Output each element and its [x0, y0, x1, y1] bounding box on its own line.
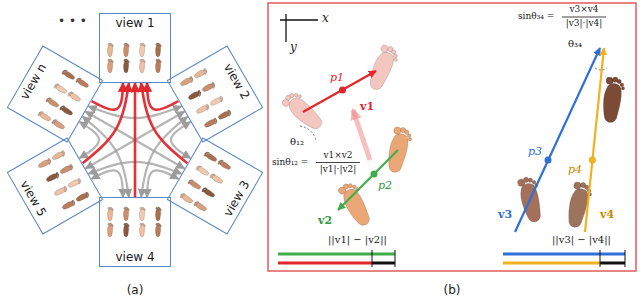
view-label: view 4 [115, 250, 154, 264]
difference-bar [600, 262, 625, 265]
annotation-label: v1 [360, 100, 374, 113]
view-relation-arrow [147, 83, 178, 110]
view-label: view n [18, 61, 50, 102]
vector-v4 [585, 48, 604, 232]
foot [366, 43, 400, 93]
view-relation-arrow [141, 83, 187, 163]
annotation-label: (b) [444, 283, 461, 297]
length-bar [278, 262, 372, 265]
foot-thumbnails [108, 43, 162, 73]
view-box: view 2 [166, 45, 263, 142]
annotation-label: θ₁₂ [290, 136, 304, 148]
foot [336, 179, 376, 228]
view-label: view 5 [18, 178, 50, 219]
point-p2 [371, 171, 378, 178]
annotation-label: |v3|·|v4| [566, 18, 603, 29]
view-box: view 5 [7, 137, 104, 234]
view-relation-arrow [92, 170, 123, 197]
foot [386, 126, 414, 174]
length-bar [278, 253, 395, 256]
view-label: view 3 [220, 178, 252, 219]
view-box: view 4 [99, 197, 171, 267]
length-bar [503, 253, 625, 256]
view-relation-arrow [92, 83, 123, 110]
tick [625, 250, 626, 267]
point-p4 [589, 157, 596, 164]
view-box: view 3 [166, 137, 263, 234]
annotation-label: θ₃₄ [568, 38, 582, 50]
annotation-label: v2 [318, 214, 332, 227]
y-axis [285, 14, 286, 42]
difference-bar [372, 262, 395, 265]
fraction-bar [562, 17, 606, 18]
tick [600, 250, 601, 267]
angle-arc [595, 68, 607, 70]
foot [602, 76, 626, 123]
displacement-arrow [353, 110, 370, 160]
tick [395, 250, 396, 267]
annotation-label: v3 [498, 208, 512, 221]
annotation-label: v3×v4 [569, 4, 598, 15]
annotation-label: • • • [58, 14, 87, 28]
view-relation-arrow [134, 83, 137, 197]
view-relation-arrow [147, 170, 178, 197]
foot-thumbnails [180, 68, 233, 130]
foot [516, 175, 547, 224]
view-label: view 2 [220, 61, 252, 102]
view-label: view 1 [115, 16, 154, 30]
annotation-label: ||v1| − |v2|| [328, 234, 387, 246]
annotation-label: p4 [568, 163, 582, 176]
annotation-label: y [290, 40, 297, 54]
annotation-label: v1×v2 [323, 150, 352, 161]
tick [372, 250, 373, 267]
panel-frame [268, 3, 636, 271]
foot-thumbnails [108, 207, 162, 237]
annotation-label: sinθ₃₄ = [518, 11, 554, 22]
annotation-label: ||v3| − |v4|| [552, 234, 611, 246]
view-box: view n [7, 45, 104, 142]
foot-thumbnails [37, 69, 90, 131]
annotation-label: |v1|·|v2| [320, 164, 357, 175]
length-bar [503, 262, 600, 265]
foot-thumbnails [37, 150, 90, 212]
point-p1 [339, 87, 346, 94]
view-box: view 1 [99, 13, 171, 83]
annotation-label: p2 [378, 179, 392, 192]
annotation-label: sinθ₁₂ = [272, 157, 308, 168]
fraction-bar [316, 162, 360, 163]
annotation-label: (a) [127, 283, 144, 297]
annotation-label: p3 [528, 145, 542, 158]
view-relation-arrow [83, 83, 129, 163]
annotation-label: p1 [330, 71, 344, 84]
annotation-label: x [322, 11, 329, 25]
annotation-label: v4 [600, 208, 614, 221]
point-p3 [545, 157, 552, 164]
